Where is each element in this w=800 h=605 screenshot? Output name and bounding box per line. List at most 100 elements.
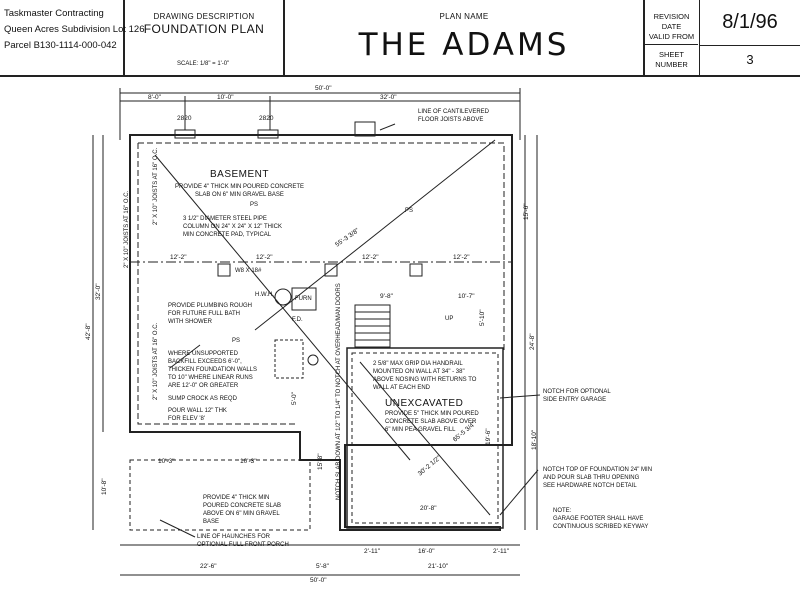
dim-right-19-6: 19'-6" — [485, 428, 492, 445]
notch-top-note-1: NOTCH TOP OF FOUNDATION 24" MIN — [543, 467, 652, 473]
dim-right-24-8: 24'-8" — [529, 333, 536, 350]
footing-line — [137, 142, 505, 425]
joists-left-2: 2" X 10" JOISTS AT 16" O.C. — [124, 190, 130, 268]
up-label: UP — [445, 316, 453, 322]
wall-note-2: FOR ELEV '8' — [168, 416, 205, 422]
handrail-note-4: WALL AT EACH END — [373, 385, 431, 391]
company-name: Taskmaster Contracting — [4, 8, 104, 19]
backfill-note-1: WHERE UNSUPPORTED — [168, 351, 239, 357]
backfill-note-3: THICKEN FOUNDATION WALLS — [168, 367, 257, 373]
plan-name-cell: PLAN NAME THE ADAMS — [285, 0, 645, 75]
column-pad-2 — [324, 263, 338, 277]
dim-21-10: 21'-10" — [428, 563, 449, 570]
dim-50-0-bottom: 50'-0" — [310, 577, 327, 584]
water-heater — [274, 288, 292, 306]
garage-note-1: NOTE: — [553, 508, 572, 514]
furnace — [291, 287, 317, 311]
unexcavated-area — [346, 347, 504, 529]
furn-label: FURN — [295, 296, 312, 302]
leader-cantilever — [379, 123, 396, 131]
porch-slab-note-1: PROVIDE 4" THICK MIN — [203, 495, 269, 501]
fd-label: F.D. — [292, 317, 303, 323]
unexcavated-note-2: CONCRETE SLAB ABOVE OVER — [385, 419, 477, 425]
dim-5-8: 5'-8" — [316, 563, 330, 570]
diag-line-2 — [254, 139, 496, 331]
wall-note-1: POUR WALL 12" THK — [168, 408, 227, 414]
backfill-note-5: ARE 12'-0" OR GREATER — [168, 383, 239, 389]
beam-dim-3: 12'-2" — [362, 254, 379, 261]
foundation-plan-drawing: 50'-0" 8'-0" 10'-0" 32'-0" 2820 2820 LIN… — [0, 75, 800, 600]
sump-crock — [307, 354, 319, 366]
unexcavated-footing — [351, 352, 499, 524]
garage-notch-note-1: NOTCH FOR OPTIONAL — [543, 389, 611, 395]
leader-notch-top — [499, 469, 539, 516]
pipe-note-2: COLUMN ON 24" X 24" X 12" THICK — [183, 224, 282, 230]
ps-label-3: PS — [232, 338, 240, 344]
sheet-number-label: SHEET NUMBER — [645, 46, 698, 70]
plan-svg: 50'-0" 8'-0" 10'-0" 32'-0" 2820 2820 LIN… — [85, 85, 652, 584]
revision-label-line1: REVISION — [653, 12, 690, 21]
notch-top-note-2: AND POUR SLAB THRU OPENING — [543, 475, 640, 481]
title-block: Taskmaster Contracting Queen Acres Subdi… — [0, 0, 800, 77]
ps-label-1: PS — [250, 202, 258, 208]
ps-label-2: PS — [405, 208, 413, 214]
leader-garage-notch — [499, 394, 541, 399]
garage-note-2: GARAGE FOOTER SHALL HAVE — [553, 516, 643, 522]
garage-note-3: CONTINUOUS SCRIBED KEYWAY — [553, 524, 648, 530]
basement-title: BASEMENT — [210, 169, 269, 180]
cantilever-note-2: FLOOR JOISTS ABOVE — [418, 117, 483, 123]
dim-top-3: 32'-0" — [380, 94, 397, 101]
sheet-number: 3 — [746, 52, 754, 67]
diag-dim-2: 30'-2 1/2" — [417, 454, 443, 477]
dim-top-2: 10'-0" — [217, 94, 234, 101]
porch-haunch-line — [129, 459, 311, 531]
bath-rough — [274, 339, 304, 379]
pipe-note-1: 3 1/2" DIAMETER STEEL PIPE — [183, 216, 267, 222]
company-info: Taskmaster Contracting Queen Acres Subdi… — [0, 0, 145, 75]
leader-haunch — [159, 519, 196, 538]
beam-dim-1: 12'-2" — [170, 254, 187, 261]
beam-label: W8 X 18# — [235, 268, 262, 274]
description-value: FOUNDATION PLAN — [143, 22, 265, 36]
subdivision-lot: Queen Acres Subdivision Lot 126 — [4, 24, 145, 35]
cantilever-box — [354, 121, 376, 137]
unexcavated-title: UNEXCAVATED — [385, 398, 463, 409]
dim-16-0: 16'-0" — [418, 548, 435, 555]
dim-left-42: 42'-8" — [85, 323, 92, 340]
revision-date: 8/1/96 — [700, 0, 800, 46]
plumbing-note-2: FOR FUTURE FULL BATH — [168, 311, 240, 317]
window-label-2: 2820 — [259, 115, 274, 122]
revision-labels: REVISION DATE VALID FROM SHEET NUMBER — [645, 0, 700, 75]
backfill-note-2: BACKFILL EXCEEDS 6'-0", — [168, 359, 242, 365]
beam-dim-2: 12'-2" — [256, 254, 273, 261]
revision-date-label: REVISION DATE VALID FROM — [645, 0, 698, 45]
porch-slab-note-3: ABOVE ON 6" MIN GRAVEL — [203, 511, 280, 517]
dim-right-15-6: 15'-6" — [523, 203, 530, 220]
window-2 — [257, 129, 279, 139]
dim-top-1: 8'-0" — [148, 94, 162, 101]
window-label-1: 2820 — [177, 115, 192, 122]
plumbing-note-1: PROVIDE PLUMBING ROUGH — [168, 303, 252, 309]
unexcavated-note-3: 6" MIN PEA GRAVEL FILL — [385, 427, 456, 433]
sheet-label-line1: SHEET — [658, 50, 684, 59]
joists-left-3: 2" X 10" JOISTS AT 16" O.C. — [153, 322, 159, 400]
notch-top-note-3: SEE HARDWARE NOTCH DETAIL — [543, 483, 637, 489]
foundation-wall-outer — [129, 134, 513, 531]
handrail-note-1: 2 5/8" MAX GRIP DIA HANDRAIL — [373, 361, 463, 367]
basement-note-1: PROVIDE 4" THICK MIN POURED CONCRETE — [175, 184, 304, 190]
pipe-note-3: MIN CONCRETE PAD, TYPICAL — [183, 232, 272, 238]
dim-10-3-a: 10'-3" — [158, 458, 175, 465]
revision-values: 8/1/96 3 — [700, 0, 800, 75]
beam-dim-4: 12'-2" — [453, 254, 470, 261]
plumbing-note-3: WITH SHOWER — [168, 319, 213, 325]
description-label: DRAWING DESCRIPTION — [153, 12, 255, 21]
dim-right-5-10: 5'-10" — [479, 309, 486, 326]
garage-notch-note-2: SIDE ENTRY GARAGE — [543, 397, 606, 403]
dim-overall-top: 50'-0" — [315, 85, 332, 92]
revision-label-line2: DATE — [661, 22, 682, 31]
dim-left-32: 32'-0" — [95, 283, 102, 300]
revision-label-line3: VALID FROM — [648, 32, 695, 41]
diag-dim: 55'-3 3/8" — [334, 227, 361, 249]
sump-note: SUMP CROCK AS REQD — [168, 396, 238, 402]
sheet-label-line2: NUMBER — [655, 60, 688, 69]
